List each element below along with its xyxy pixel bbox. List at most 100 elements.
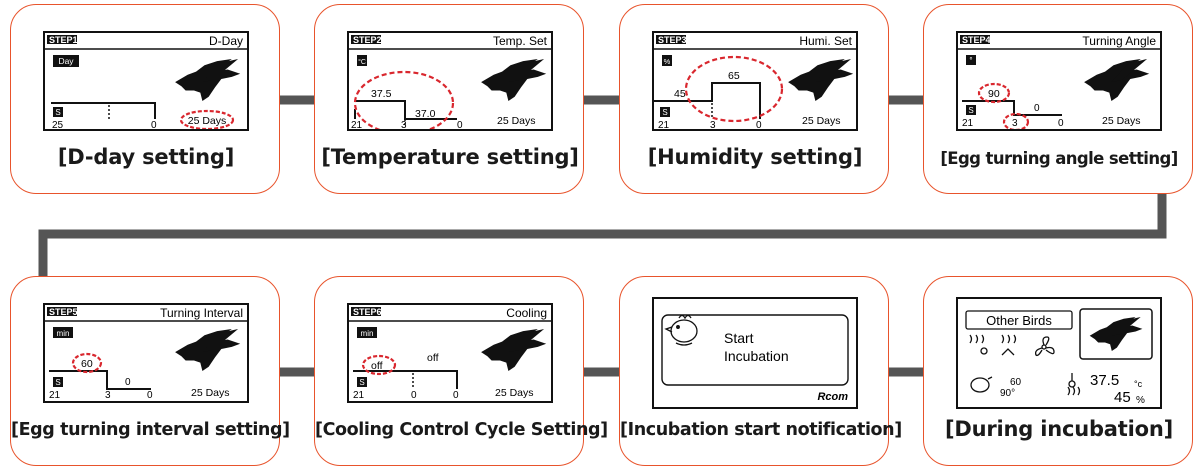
start-day: 25 [52,120,64,129]
mid-day: 0 [411,390,417,401]
humi-high-value: 65 [728,70,740,82]
bird-icon [1084,59,1150,101]
card-caption: [Egg turning interval setting] [11,420,290,440]
lcd-screen: Start Incubation Rcom [652,297,858,409]
card-dday: STEP1 D-Day Day S 25 0 25 Days [D-day se… [10,4,280,194]
lcd-screen: STEP2 Temp. Set °C 37.5 37.0 21 3 0 25 D… [347,31,553,131]
mode-badge: S [359,378,364,387]
step-label: STEP1 [49,35,78,45]
highlight-circle [361,354,397,376]
card-caption: [Humidity setting] [647,145,863,169]
card-caption: [Egg turning angle setting] [940,149,1178,168]
end-day: 0 [453,390,459,401]
bird-icon [481,59,547,101]
step-label: STEP4 [962,35,991,45]
card-caption: [D-day setting] [57,145,235,169]
card-caption: [Cooling Control Cycle Setting] [315,420,608,440]
unit-badge: Day [58,56,74,66]
days-remaining: 25 Days [1102,115,1141,127]
heater-icon [969,334,988,355]
screen-title: Humi. Set [799,34,852,48]
fan-icon [1034,336,1055,357]
egg-turning-icon [970,376,993,393]
unit-badge: min [361,329,374,338]
lcd-screen: STEP1 D-Day Day S 25 0 25 Days [43,31,249,131]
mid-day: 3 [710,120,716,129]
card-start-notification: Start Incubation Rcom [Incubation start … [619,276,902,466]
bird-icon [1089,317,1143,351]
end-day: 0 [1058,118,1064,129]
start-day: 21 [353,390,365,401]
unit-badge: min [57,329,70,338]
card-caption: [During incubation] [945,417,1173,441]
days-remaining: 25 Days [191,387,230,399]
lcd-screen: STEP3 Humi. Set % 45 65 S 21 3 0 25 Days [652,31,858,131]
screen-title: Cooling [506,306,547,320]
turn-interval-value: 60 [1010,377,1022,388]
message-line-1: Start [724,330,754,346]
highlight-circle [977,82,1011,104]
start-day: 21 [658,120,670,129]
angle-high-value: 90 [988,88,1000,100]
temperature-value: 37.5 [1090,372,1119,389]
step-label: STEP3 [658,35,687,45]
temperature-unit: °c [1134,379,1143,389]
end-day: 0 [151,120,157,129]
screen-title: D-Day [209,34,243,48]
step-label: STEP6 [353,307,382,317]
degree-icon: ° [969,56,972,65]
bird-icon [788,59,854,101]
temp-low-value: 37.0 [415,108,436,120]
screen-title: Turning Interval [160,306,243,320]
lcd-screen: Other Birds 60 90° 37.5 °c 45 % [956,297,1162,409]
mode-badge: S [968,106,973,115]
card-cooling: STEP6 Cooling min off off S 21 0 0 25 Da… [314,276,608,466]
percent-icon: % [664,57,671,66]
card-turning-interval: STEP5 Turning Interval min 60 0 S 21 3 0… [10,276,290,466]
lcd-screen: STEP5 Turning Interval min 60 0 S 21 3 0… [43,303,249,403]
card-caption: [Incubation start notification] [620,420,902,440]
highlight-circle [71,352,103,374]
start-day: 21 [962,118,974,129]
cooling-first-value: off [371,360,383,372]
turn-angle-value: 90° [1000,388,1015,399]
humidity-value: 45 [1114,389,1131,406]
species-label: Other Birds [986,313,1052,328]
highlight-circle [353,70,455,129]
lcd-screen: STEP6 Cooling min off off S 21 0 0 25 Da… [347,303,553,403]
start-day: 21 [49,390,61,401]
humidity-unit: % [1136,395,1145,406]
bird-icon [175,59,241,101]
days-remaining: 25 Days [497,115,536,127]
humi-low-value: 45 [674,88,686,100]
interval-high-value: 60 [81,358,93,370]
angle-low-value: 0 [1034,103,1040,114]
chick-icon [664,314,698,346]
mode-badge: S [662,108,667,117]
bird-icon [481,329,547,371]
step-label: STEP5 [49,307,78,317]
bird-icon [175,329,241,371]
cooling-second-value: off [427,352,439,364]
screen-title: Turning Angle [1082,34,1156,48]
end-day: 0 [147,390,153,401]
celsius-icon: °C [358,58,366,66]
card-temperature: STEP2 Temp. Set °C 37.5 37.0 21 3 0 25 D… [314,4,584,194]
card-during-incubation: Other Birds 60 90° 37.5 °c 45 % [During … [923,276,1193,466]
card-caption: [Temperature setting] [321,145,579,169]
screen-title: Temp. Set [493,34,548,48]
highlight-circle [179,109,235,129]
brand-logo: Rcom [817,391,848,403]
card-humidity: STEP3 Humi. Set % 45 65 S 21 3 0 25 Days… [619,4,889,194]
end-day: 0 [457,120,463,129]
message-line-2: Incubation [724,348,789,364]
card-turning-angle: STEP4 Turning Angle ° S 90 0 21 3 0 25 D… [923,4,1193,194]
mode-badge: S [55,108,60,117]
highlight-circle [684,55,784,123]
thermometer-icon [1068,373,1076,388]
end-day: 0 [756,120,762,129]
start-day: 21 [351,120,363,129]
mode-badge: S [55,378,60,387]
lcd-screen: STEP4 Turning Angle ° S 90 0 21 3 0 25 D… [956,31,1162,131]
